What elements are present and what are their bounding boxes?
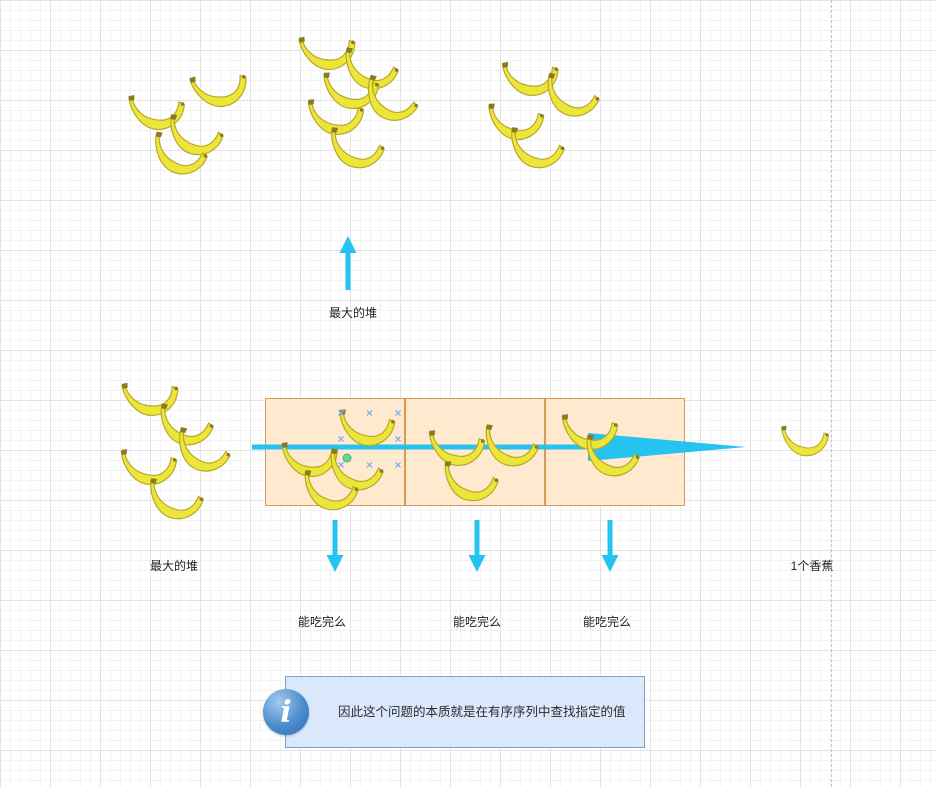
selection-handle-icon[interactable]: × <box>394 432 402 446</box>
label-largest-pile-bottom[interactable]: 最大的堆 <box>149 559 199 573</box>
selection-handle-icon[interactable]: × <box>337 406 345 420</box>
label-can-finish-3[interactable]: 能吃完么 <box>582 615 632 629</box>
selection-handle-icon[interactable]: × <box>394 406 402 420</box>
selection-handle-icon[interactable]: × <box>365 458 374 472</box>
selection-handle-icon[interactable]: × <box>337 458 345 472</box>
label-can-finish-2[interactable]: 能吃完么 <box>452 615 502 629</box>
info-text: 因此这个问题的本质就是在有序序列中查找指定的值 <box>338 704 626 719</box>
selection-handle-icon[interactable]: × <box>394 458 402 472</box>
label-one-banana[interactable]: 1个香蕉 <box>790 559 834 573</box>
label-largest-pile-top[interactable]: 最大的堆 <box>328 306 378 320</box>
label-can-finish-1[interactable]: 能吃完么 <box>297 615 347 629</box>
info-callout[interactable]: i 因此这个问题的本质就是在有序序列中查找指定的值 <box>263 676 645 748</box>
info-icon: i <box>263 689 309 735</box>
selection-handle-icon[interactable]: × <box>365 406 374 420</box>
selection-handle-icon[interactable]: × <box>337 432 345 446</box>
info-icon-glyph: i <box>280 694 292 730</box>
selection-endpoint-icon[interactable] <box>342 453 352 463</box>
page-break-line <box>831 0 832 787</box>
